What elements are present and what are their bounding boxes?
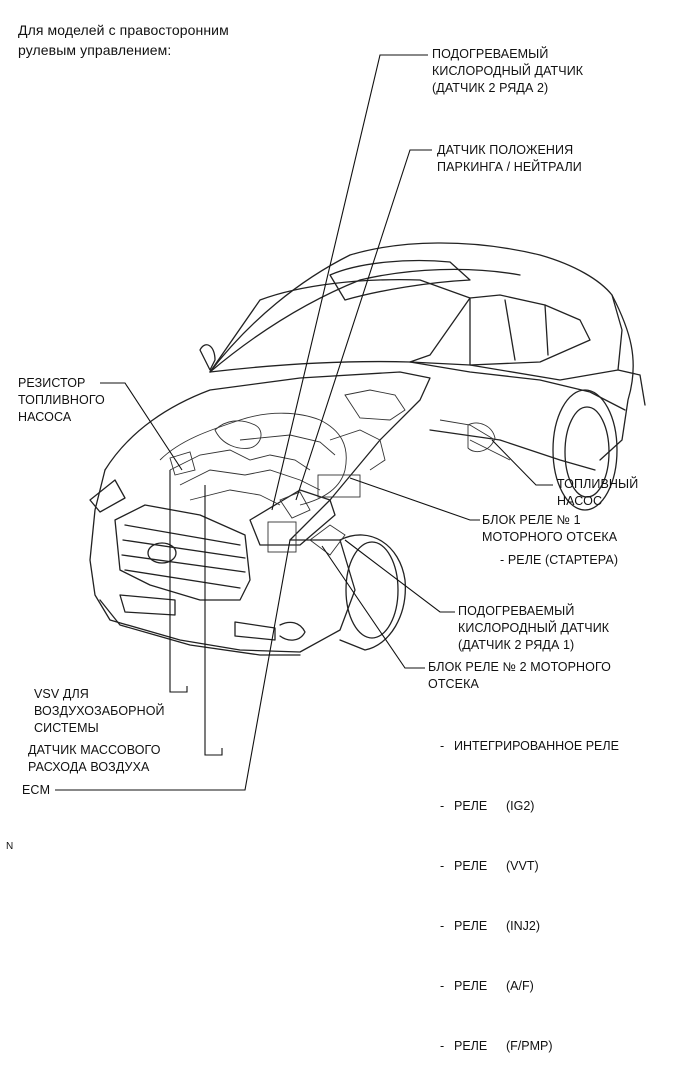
relay-item: -РЕЛЕ(A/F): [440, 979, 534, 993]
relay-item: -РЕЛЕ(IG2): [440, 799, 535, 813]
relay-block-2-list: -ИНТЕГРИРОВАННОЕ РЕЛЕ -РЕЛЕ(IG2) -РЕЛЕ(V…: [440, 696, 619, 1076]
label-relay-block-1-item: - РЕЛЕ (СТАРТЕРА): [500, 553, 619, 567]
label-o2-sensor-bank2: ПОДОГРЕВАЕМЫЙ КИСЛОРОДНЫЙ ДАТЧИК (ДАТЧИК…: [432, 47, 584, 95]
car-illustration: [55, 54, 646, 791]
label-ecm: ECM: [22, 783, 51, 797]
label-relay-block-2: БЛОК РЕЛЕ № 2 МОТОРНОГО ОТСЕКА: [428, 660, 611, 691]
label-maf-sensor: ДАТЧИК МАССОВОГО РАСХОДА ВОЗДУХА: [28, 743, 161, 774]
relay-item: -ИНТЕГРИРОВАННОЕ РЕЛЕ: [440, 739, 619, 753]
relay-item: -РЕЛЕ(VVT): [440, 859, 539, 873]
label-vsv-intake: VSV ДЛЯ ВОЗДУХОЗАБОРНОЙ СИСТЕМЫ: [34, 687, 165, 735]
label-fuel-pump-resistor: РЕЗИСТОР ТОПЛИВНОГО НАСОСА: [18, 376, 105, 424]
label-o2-sensor-bank1: ПОДОГРЕВАЕМЫЙ КИСЛОРОДНЫЙ ДАТЧИК (ДАТЧИК…: [458, 604, 610, 652]
relay-item: -РЕЛЕ(F/PMP): [440, 1039, 553, 1053]
relay-item: -РЕЛЕ(INJ2): [440, 919, 541, 933]
corner-mark: N: [6, 841, 14, 852]
label-relay-block-1: БЛОК РЕЛЕ № 1 МОТОРНОГО ОТСЕКА: [482, 513, 618, 544]
label-park-neutral-sensor: ДАТЧИК ПОЛОЖЕНИЯ ПАРКИНГА / НЕЙТРАЛИ: [437, 143, 582, 174]
label-fuel-pump: ТОПЛИВНЫЙ НАСОС: [557, 477, 639, 508]
model-note: Для моделей с правосторонним рулевым упр…: [18, 22, 229, 58]
